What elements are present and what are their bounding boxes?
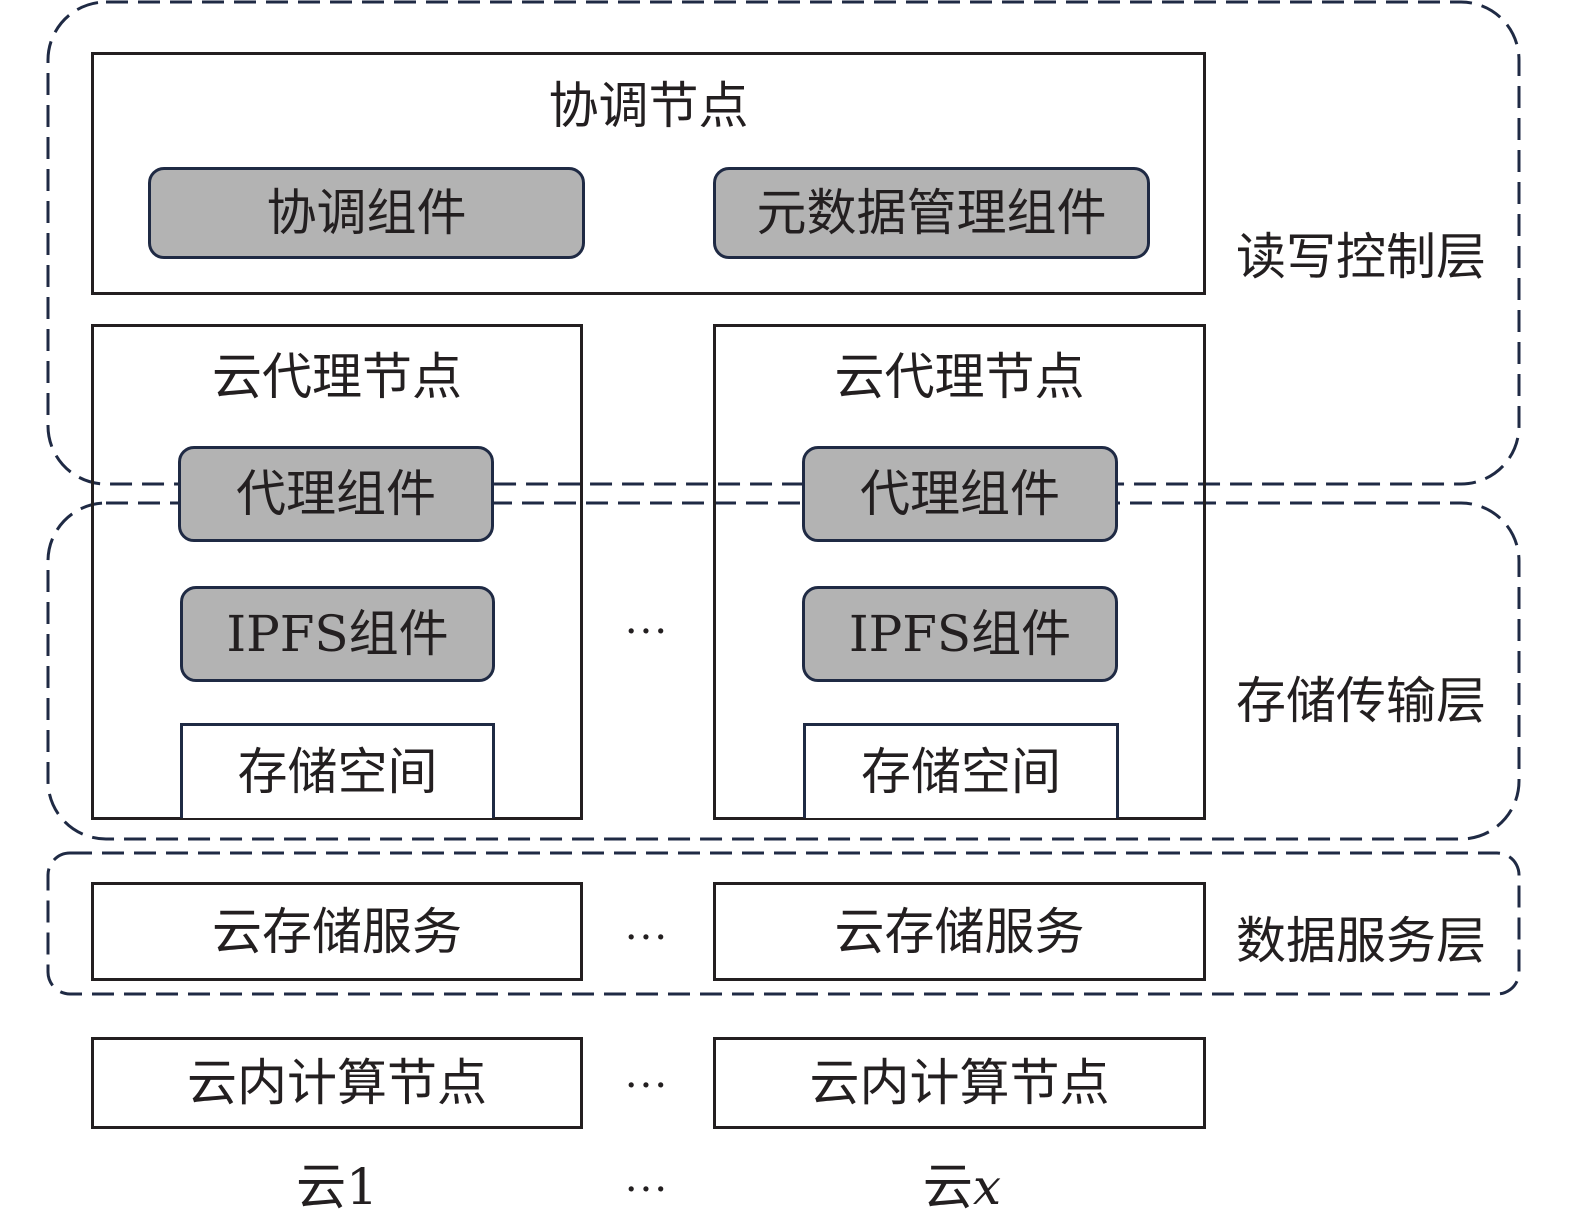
cloud-x-prefix: 云 — [922, 1158, 973, 1216]
compute-node-2: 云内计算节点 — [713, 1037, 1206, 1129]
proxy-nodes-ellipsis: ··· — [624, 609, 670, 655]
storage-space-2: 存储空间 — [803, 723, 1119, 818]
storage-services-ellipsis: ··· — [624, 915, 670, 961]
cloud-x-variable: x — [972, 1158, 1002, 1216]
storage-space-1: 存储空间 — [180, 723, 495, 818]
cloud-1-label: 云1 — [296, 1158, 378, 1216]
coordinator-node-title: 协调节点 — [548, 77, 749, 135]
proxy-component-2: 代理组件 — [802, 446, 1118, 542]
compute-node-1: 云内计算节点 — [91, 1037, 583, 1129]
ipfs-component-1: IPFS组件 — [180, 586, 495, 682]
cloud-proxy-node-1: 云代理节点 — [91, 324, 583, 820]
data-service-layer-label: 数据服务层 — [1236, 912, 1486, 970]
coordination-component: 协调组件 — [148, 167, 585, 259]
cloud-proxy-node-title: 云代理节点 — [212, 348, 462, 406]
proxy-component-1: 代理组件 — [178, 446, 494, 542]
cloud-storage-service-1: 云存储服务 — [91, 882, 583, 981]
cloud-proxy-node-2: 云代理节点 — [713, 324, 1206, 820]
storage-transfer-layer-label: 存储传输层 — [1236, 672, 1486, 730]
compute-nodes-ellipsis: ··· — [624, 1063, 670, 1109]
metadata-management-component: 元数据管理组件 — [713, 167, 1150, 259]
clouds-ellipsis: ··· — [624, 1167, 670, 1213]
read-write-layer-label: 读写控制层 — [1236, 228, 1486, 286]
ipfs-component-2: IPFS组件 — [802, 586, 1118, 682]
coordinator-node: 协调节点 协调组件 元数据管理组件 — [91, 52, 1206, 295]
cloud-x-label: 云x — [862, 1162, 1062, 1212]
cloud-proxy-node-title: 云代理节点 — [834, 348, 1085, 406]
cloud-storage-service-2: 云存储服务 — [713, 882, 1206, 981]
